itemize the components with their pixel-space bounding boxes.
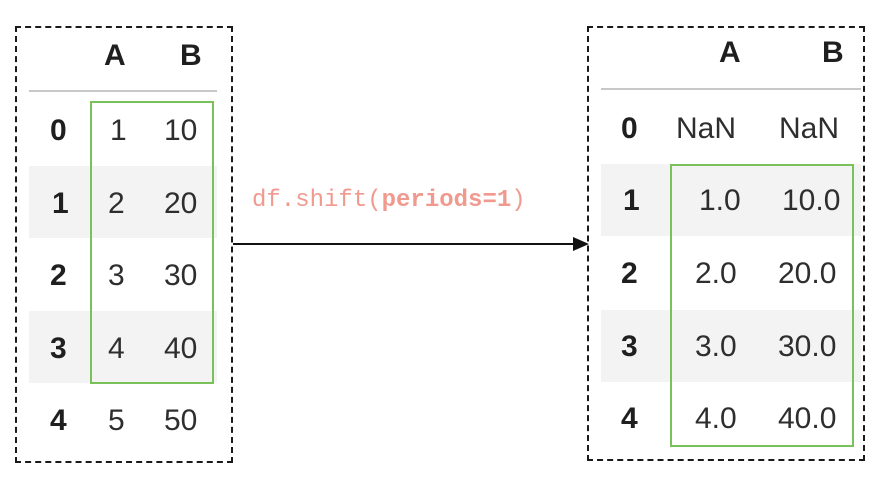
right-cell-a: 1.0 <box>699 184 741 217</box>
operation-prefix: df.shift( <box>252 187 382 214</box>
right-row-stripe <box>601 164 861 236</box>
right-cell-b: NaN <box>779 112 840 145</box>
right-header-rule <box>601 88 861 90</box>
right-cell-b: 40.0 <box>778 402 837 435</box>
shifted-dataframe-frame <box>587 26 865 461</box>
right-index-label: 1 <box>623 184 640 217</box>
right-cell-a: 4.0 <box>695 402 737 435</box>
operation-argument: periods=1 <box>381 187 512 214</box>
left-cell-b: 30 <box>164 259 198 292</box>
left-column-header-b: B <box>180 39 202 72</box>
left-index-label: 2 <box>50 259 67 292</box>
left-cell-b: 40 <box>164 332 198 365</box>
right-cell-a: 3.0 <box>695 330 737 363</box>
shift-operation-label: df.shift(periods=1) <box>252 187 526 214</box>
left-cell-b: 20 <box>164 187 198 220</box>
left-cell-a: 4 <box>108 332 125 365</box>
left-column-header-a: A <box>104 39 126 72</box>
arrow-head-icon <box>573 237 589 251</box>
left-cell-b: 10 <box>164 114 198 147</box>
right-cell-b: 30.0 <box>778 330 837 363</box>
left-header-rule <box>29 90 217 92</box>
left-row-stripe <box>29 166 217 238</box>
right-cell-a: NaN <box>676 112 737 145</box>
right-cell-a: 2.0 <box>695 257 737 290</box>
right-highlight-box <box>670 164 854 447</box>
left-row-stripe <box>29 311 217 383</box>
right-column-header-a: A <box>719 36 741 69</box>
left-index-label: 1 <box>52 187 69 220</box>
left-cell-a: 2 <box>108 187 125 220</box>
right-column-header-b: B <box>822 36 844 69</box>
right-index-label: 2 <box>621 257 638 290</box>
left-cell-a: 5 <box>108 404 125 437</box>
right-index-label: 0 <box>621 112 638 145</box>
right-cell-b: 10.0 <box>782 184 841 217</box>
right-row-stripe <box>601 310 861 382</box>
left-index-label: 3 <box>50 332 67 365</box>
right-index-label: 3 <box>621 330 638 363</box>
right-cell-b: 20.0 <box>778 257 837 290</box>
left-highlight-box <box>90 101 214 384</box>
left-cell-b: 50 <box>164 404 198 437</box>
left-index-label: 0 <box>50 114 67 147</box>
left-cell-a: 3 <box>108 259 125 292</box>
left-index-label: 4 <box>50 404 67 437</box>
left-cell-a: 1 <box>110 114 127 147</box>
operation-suffix: ) <box>511 187 526 214</box>
original-dataframe-frame <box>15 26 233 463</box>
right-index-label: 4 <box>621 402 638 435</box>
